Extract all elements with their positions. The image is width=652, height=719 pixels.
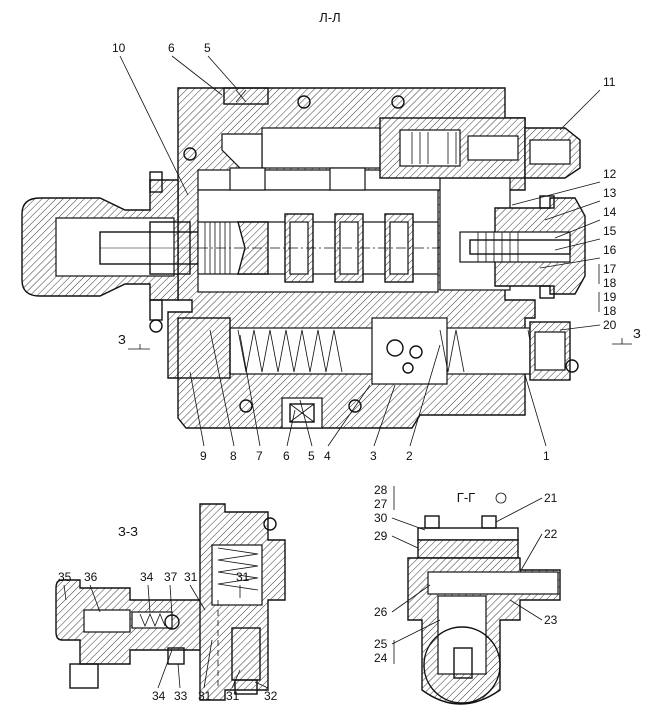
callout-label: 34 bbox=[140, 570, 154, 584]
callout-label: 31 bbox=[184, 570, 198, 584]
callout-label: 25 bbox=[374, 637, 388, 651]
callout-label: 27 bbox=[374, 497, 388, 511]
callout-label: 13 bbox=[603, 186, 617, 200]
piston-bore bbox=[177, 317, 579, 385]
callout-label: 23 bbox=[544, 613, 558, 627]
callouts-main-right: 11 12 13 14 15 16 17 18 19 18 20 bbox=[511, 75, 617, 332]
callout-label: 7 bbox=[256, 449, 263, 463]
callout-label: 31 bbox=[198, 689, 212, 703]
callout-label: 12 bbox=[603, 167, 617, 181]
callout-label: 31 bbox=[226, 689, 240, 703]
section-title-zz: З-З bbox=[118, 524, 138, 539]
callout-label: 22 bbox=[544, 527, 558, 541]
callout-label: 4 bbox=[324, 449, 331, 463]
callout-label: 29 bbox=[374, 529, 388, 543]
callout-label: 36 bbox=[84, 570, 98, 584]
callouts-main-bottom: 9 8 7 6 5 4 3 2 1 bbox=[189, 329, 550, 463]
callout-label: 3 bbox=[370, 449, 377, 463]
callout-label: 32 bbox=[264, 689, 278, 703]
callout-label: 5 bbox=[308, 449, 315, 463]
callout-label: 14 bbox=[603, 205, 617, 219]
callout-label: 18 bbox=[603, 304, 617, 318]
cut-mark-left: З bbox=[118, 332, 126, 347]
callout-label: 30 bbox=[374, 511, 388, 525]
callout-label: 37 bbox=[164, 570, 178, 584]
main-section-view bbox=[21, 87, 586, 429]
relief-valve-11 bbox=[379, 117, 581, 179]
callout-label: 2 bbox=[406, 449, 413, 463]
end-cap-right bbox=[459, 195, 586, 299]
section-zz-view bbox=[55, 503, 286, 701]
callouts-gg: 28 27 30 29 21 22 26 23 25 24 bbox=[374, 483, 558, 665]
spool bbox=[197, 213, 440, 283]
section-gg-view bbox=[407, 515, 561, 705]
callout-label: 5 bbox=[204, 41, 211, 55]
callout-label: 17 bbox=[603, 262, 617, 276]
callout-label: 10 bbox=[112, 41, 126, 55]
callout-label: 24 bbox=[374, 651, 388, 665]
cut-mark-right: З bbox=[633, 326, 641, 341]
callout-label: 11 bbox=[603, 75, 616, 89]
callout-label: 16 bbox=[603, 243, 617, 257]
callout-label: 9 bbox=[200, 449, 207, 463]
section-title-gg: Г-Г bbox=[457, 490, 475, 505]
callout-label: 34 bbox=[152, 689, 166, 703]
callout-label: 6 bbox=[168, 41, 175, 55]
callout-label: 35 bbox=[58, 570, 72, 584]
callout-label: 20 bbox=[603, 318, 617, 332]
callout-label: 33 bbox=[174, 689, 188, 703]
callout-label: 19 bbox=[603, 290, 617, 304]
callout-label: 21 bbox=[544, 491, 558, 505]
callout-label: 6 bbox=[283, 449, 290, 463]
section-mark-circle bbox=[495, 492, 507, 504]
callout-label: 26 bbox=[374, 605, 388, 619]
callouts-main-top: 10 6 5 bbox=[112, 41, 239, 196]
callout-label: 8 bbox=[230, 449, 237, 463]
callout-label: 28 bbox=[374, 483, 388, 497]
callout-label: 18 bbox=[603, 276, 617, 290]
section-title-main: Л-Л bbox=[319, 10, 340, 25]
callout-label: 1 bbox=[543, 449, 550, 463]
callout-label: 31 bbox=[236, 570, 250, 584]
callouts-zz: 35 36 34 37 31 31 34 33 31 31 32 bbox=[58, 570, 278, 703]
callout-label: 15 bbox=[603, 224, 617, 238]
